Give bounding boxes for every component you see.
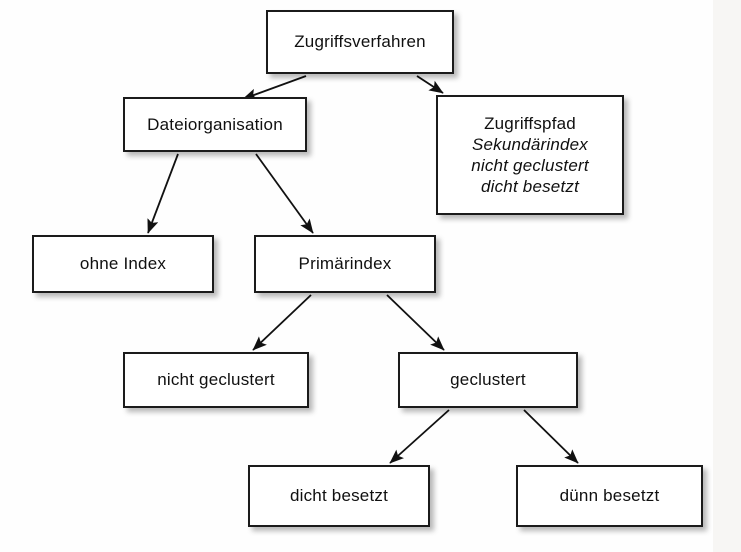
node-geclustert[interactable]: geclustert xyxy=(398,352,578,408)
node-label-line: Zugriffsverfahren xyxy=(294,32,426,52)
node-label-geclustert: geclustert xyxy=(400,369,576,390)
node-label-dateiorganisation: Dateiorganisation xyxy=(125,114,305,135)
node-label-zugriffsverfahren: Zugriffsverfahren xyxy=(268,31,452,52)
edge-dateiorganisation-to-ohne-index xyxy=(147,153,179,234)
node-label-dicht-besetzt: dicht besetzt xyxy=(250,485,428,506)
node-primaerindex[interactable]: Primärindex xyxy=(254,235,436,293)
node-label-line: Dateiorganisation xyxy=(147,114,283,134)
node-dicht-besetzt[interactable]: dicht besetzt xyxy=(248,465,430,527)
node-label-nicht-geclustert: nicht geclustert xyxy=(125,369,307,390)
node-label-line: geclustert xyxy=(450,370,526,390)
node-nicht-geclustert[interactable]: nicht geclustert xyxy=(123,352,309,408)
node-dateiorganisation[interactable]: Dateiorganisation xyxy=(123,97,307,152)
edge-geclustert-to-duenn-besetzt xyxy=(523,409,579,464)
node-label-line: ohne Index xyxy=(79,254,167,274)
node-label-ohne-index: ohne Index xyxy=(34,253,212,274)
node-label-line: Primärindex xyxy=(298,254,392,274)
node-label-line: nicht geclustert xyxy=(157,370,275,390)
node-duenn-besetzt[interactable]: dünn besetzt xyxy=(516,465,703,527)
node-zugriffsverfahren[interactable]: Zugriffsverfahren xyxy=(266,10,454,74)
edge-primaerindex-to-geclustert xyxy=(386,294,445,351)
node-label-primaerindex: Primärindex xyxy=(256,253,434,274)
node-ohne-index[interactable]: ohne Index xyxy=(32,235,214,293)
node-label-duenn-besetzt: dünn besetzt xyxy=(518,485,701,506)
edge-zugriffsverfahren-to-zugriffspfad xyxy=(416,75,444,94)
node-label-line: dicht besetzt xyxy=(289,486,389,506)
node-label-line: Zugriffspfad xyxy=(484,113,576,133)
node-label-line: Sekundärindex xyxy=(471,134,588,154)
edge-dateiorganisation-to-primaerindex xyxy=(255,153,314,234)
node-label-line: dünn besetzt xyxy=(559,486,660,506)
node-label-line: nicht geclustert xyxy=(471,156,589,175)
edge-primaerindex-to-nicht-geclustert xyxy=(252,294,312,351)
edge-geclustert-to-dicht-besetzt xyxy=(389,409,450,464)
right-side-strip xyxy=(713,0,741,552)
edge-zugriffsverfahren-to-dateiorganisation xyxy=(242,75,307,100)
node-label-line: dicht besetzt xyxy=(480,177,580,197)
